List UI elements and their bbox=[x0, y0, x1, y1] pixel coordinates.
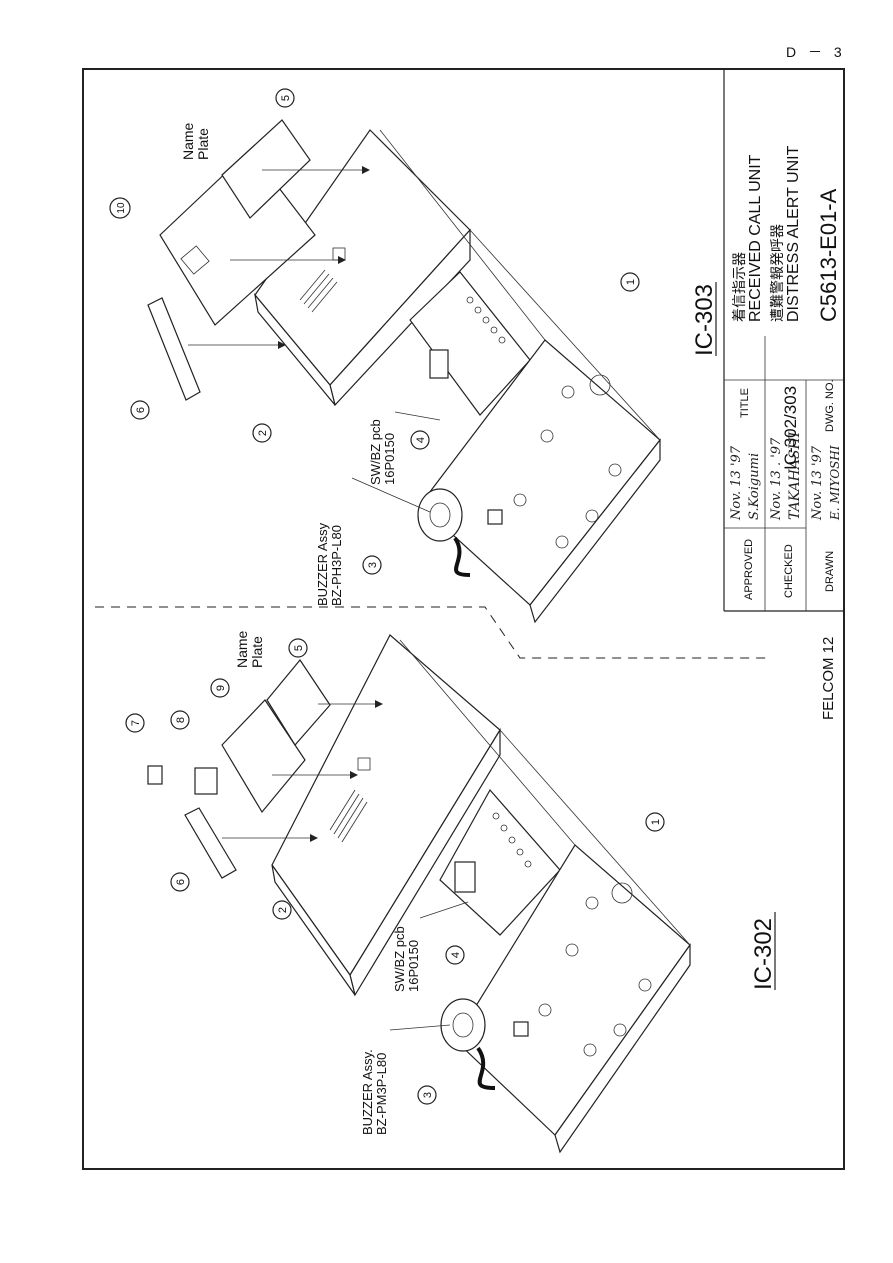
ic-303-panel bbox=[159, 149, 316, 326]
ic-302-title: IC-302 bbox=[750, 918, 777, 990]
ic-302-buzzer-label-2: BZ-PM3P-L80 bbox=[374, 1053, 389, 1135]
ic-303-callout-4: 4 bbox=[410, 430, 430, 450]
ic-302-chassis bbox=[454, 844, 691, 1154]
title-label: TITLE bbox=[739, 388, 751, 418]
ic-302-name-plate bbox=[266, 658, 331, 747]
product-name: FELCOM 12 bbox=[820, 637, 837, 720]
ic-303-callout-1: 1 bbox=[620, 272, 640, 292]
ic-303-buzzer-label-2: BZ-PH3P-L80 bbox=[329, 525, 344, 606]
ic-303-pcb bbox=[409, 271, 531, 416]
ic-303-name-plate-label-1: Name bbox=[180, 122, 196, 160]
ic-303-name-plate bbox=[221, 119, 311, 219]
ic-303-lid bbox=[254, 129, 471, 407]
ic-303-pcb-label-1: SW/BZ pcb bbox=[368, 419, 383, 485]
ic-302-pcb-label-2: 16P0150 bbox=[406, 940, 421, 992]
svg-text:4: 4 bbox=[415, 437, 427, 443]
drawn-signature: E. MIYOSHI bbox=[828, 445, 842, 521]
ic-302-buzzer bbox=[440, 998, 529, 1090]
ic-302-pcb-label-1: SW/BZ pcb bbox=[392, 926, 407, 992]
title-model: IC-302/303 bbox=[781, 386, 800, 470]
ic-302-callout-4: 4 bbox=[445, 945, 465, 965]
svg-text:9: 9 bbox=[215, 685, 227, 691]
approved-date: Nov. 13 '97 bbox=[729, 445, 744, 521]
svg-text:5: 5 bbox=[280, 95, 292, 101]
svg-text:6: 6 bbox=[175, 879, 187, 885]
svg-text:8: 8 bbox=[175, 717, 187, 723]
ic-303-buzzer bbox=[417, 488, 503, 577]
ic-303-name-plate-label-2: Plate bbox=[195, 128, 211, 160]
ic-302-panel bbox=[221, 699, 306, 814]
ic-303-callout-3: 3 bbox=[362, 555, 382, 575]
title-jp-2: 遭難警報発呼器 bbox=[770, 224, 786, 322]
drawn-date: Nov. 13 '97 bbox=[810, 445, 825, 521]
ic-302-strip bbox=[184, 807, 237, 879]
title-en-2: DISTRESS ALERT UNIT bbox=[785, 145, 802, 322]
drawn-label: DRAWN bbox=[824, 551, 836, 592]
page-number: D － 3 bbox=[786, 44, 846, 60]
title-en-1: RECEIVED CALL UNIT bbox=[747, 154, 764, 322]
svg-text:4: 4 bbox=[450, 952, 462, 958]
ic-302-callout-3: 3 bbox=[417, 1085, 437, 1105]
ic-302-switch bbox=[194, 767, 218, 795]
svg-text:2: 2 bbox=[257, 430, 269, 436]
ic-302-callout-6: 6 bbox=[170, 872, 190, 892]
ic-302-name-plate-label-2: Plate bbox=[249, 636, 265, 668]
ic-303-strip bbox=[147, 297, 201, 401]
checked-date: Nov. 13 . '97 bbox=[769, 437, 784, 521]
ic-302-callout-7: 7 bbox=[125, 713, 145, 733]
checked-label: CHECKED bbox=[783, 544, 795, 598]
ic-303-callout-5: 5 bbox=[275, 88, 295, 108]
title-jp-1: 着信指示器 bbox=[732, 252, 748, 322]
drawing-number: C5613-E01-A bbox=[816, 188, 841, 322]
ic-303-chassis bbox=[419, 339, 661, 624]
ic-302-view: IC-302 bbox=[125, 630, 777, 1154]
ic-303-view: IC-303 bbox=[109, 88, 718, 624]
ic-303-callout-2: 2 bbox=[252, 423, 272, 443]
ic-303-buzzer-label-1: BUZZER Assy bbox=[315, 522, 330, 606]
svg-text:10: 10 bbox=[116, 202, 127, 214]
ic-302-lid bbox=[271, 634, 501, 997]
svg-text:5: 5 bbox=[293, 645, 305, 651]
svg-text:1: 1 bbox=[625, 279, 637, 285]
ic-302-callout-1: 1 bbox=[645, 812, 665, 832]
ic-302-name-plate-label-1: Name bbox=[234, 630, 250, 668]
svg-text:3: 3 bbox=[422, 1092, 434, 1098]
ic-302-buzzer-label-1: BUZZER Assy. bbox=[360, 1049, 375, 1135]
ic-303-title: IC-303 bbox=[691, 284, 718, 356]
svg-text:6: 6 bbox=[135, 407, 147, 413]
svg-text:3: 3 bbox=[367, 562, 379, 568]
ic-302-callout-8: 8 bbox=[170, 710, 190, 730]
approved-label: APPROVED bbox=[743, 539, 755, 600]
view-separator bbox=[95, 606, 770, 659]
ic-302-callout-2: 2 bbox=[272, 900, 292, 920]
approved-signature: S.Koigumi bbox=[747, 453, 762, 520]
checked-signature: TAKAHASHI bbox=[787, 431, 803, 520]
svg-text:7: 7 bbox=[130, 720, 142, 726]
svg-text:2: 2 bbox=[277, 907, 289, 913]
ic-303-callout-10: 10 bbox=[109, 197, 131, 219]
ic-302-callout-5: 5 bbox=[288, 638, 308, 658]
ic-302-cap bbox=[147, 765, 163, 785]
ic-303-callout-6: 6 bbox=[130, 400, 150, 420]
drawing-frame bbox=[82, 68, 845, 1170]
dwg-no-label: DWG. NO. bbox=[824, 379, 836, 432]
svg-text:1: 1 bbox=[650, 819, 662, 825]
ic-302-callout-9: 9 bbox=[210, 678, 230, 698]
ic-303-pcb-label-2: 16P0150 bbox=[382, 433, 397, 485]
title-block: APPROVED CHECKED DRAWN Nov. 13 '97 S.Koi… bbox=[723, 70, 843, 720]
